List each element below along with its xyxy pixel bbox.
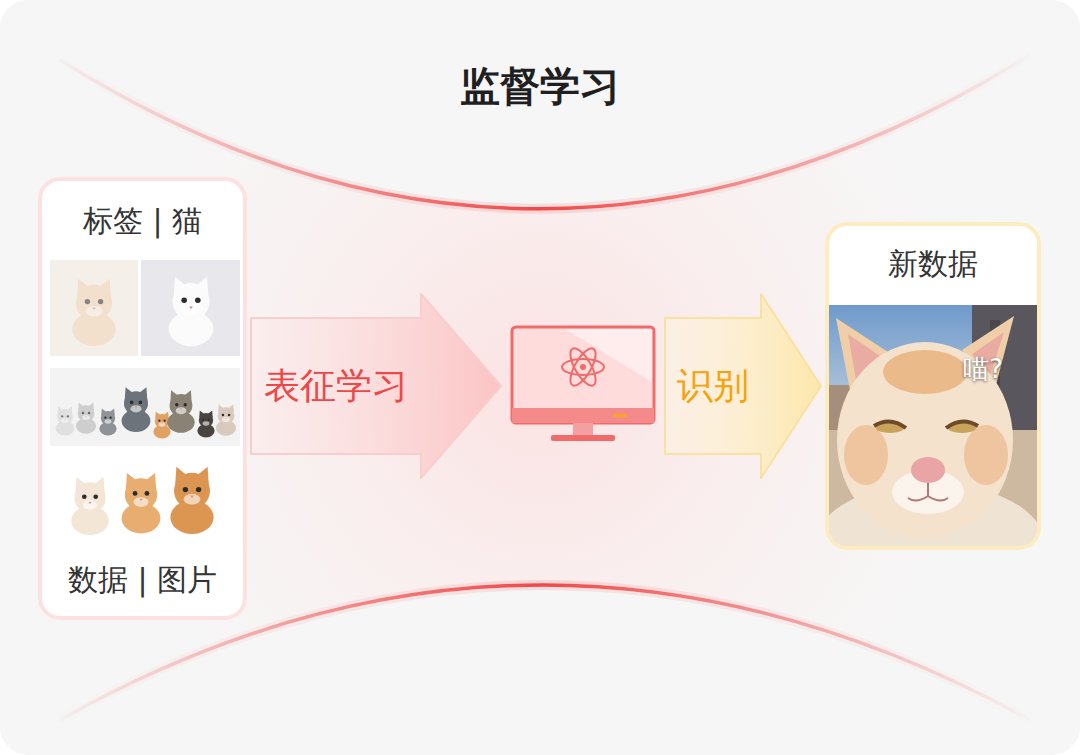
- block-arrow: [251, 294, 501, 478]
- cat-pictures: [50, 260, 240, 540]
- panel-heading: 标签 | 猫: [83, 203, 202, 239]
- edge-label: 识别: [677, 364, 749, 407]
- panel-ground: [38, 177, 247, 620]
- diagram-title: 监督学习: [0, 62, 1080, 110]
- panel-heading: 新数据: [888, 246, 978, 282]
- panel-footer: 数据 | 图片: [68, 562, 217, 598]
- speech-text: 喵?: [963, 354, 1003, 385]
- block-arrow: [665, 294, 821, 478]
- edge-label: 表征学习: [264, 364, 408, 407]
- cat-photo: [815, 305, 1045, 607]
- data-panel: 标签 | 猫数据 | 图片: [38, 177, 247, 620]
- computer-node: [505, 322, 661, 450]
- new-data-panel: 新数据喵?: [825, 222, 1041, 550]
- monitor-icon: [505, 322, 661, 450]
